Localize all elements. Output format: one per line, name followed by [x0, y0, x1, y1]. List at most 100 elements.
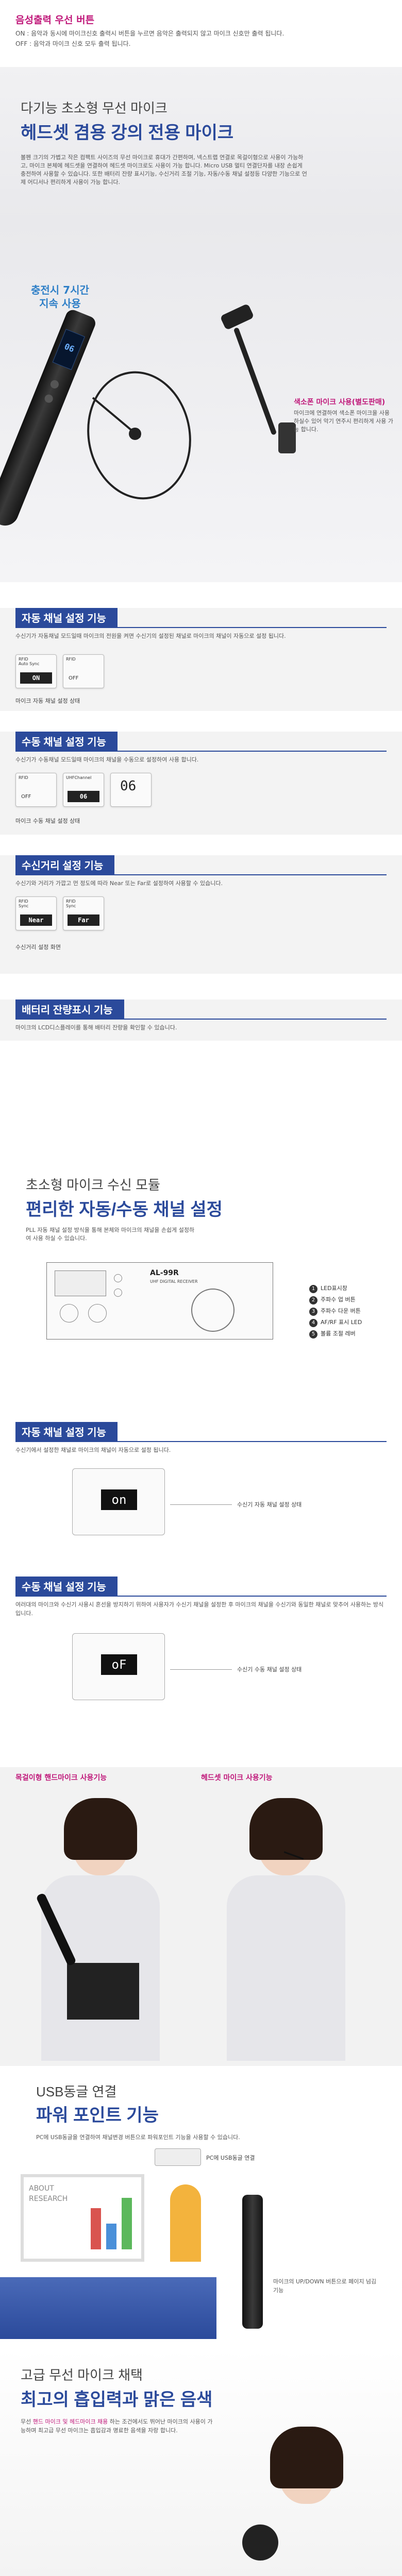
lcd-card-label: UHFChannel — [66, 775, 92, 780]
output-button-off-line: OFF : 음악과 마이크 신호 모두 출력 됩니다. — [15, 40, 131, 47]
distance-divider — [15, 874, 387, 875]
photo-woman-quality — [242, 2421, 376, 2576]
auto-channel-2-divider — [15, 1441, 387, 1442]
quality-desc: 무선 핸드 마이크 및 헤드마이크 채용 하는 조건에서도 뛰어난 마이크의 사… — [21, 2417, 216, 2435]
distance-cards: RFID Sync Near RFID Sync Far — [15, 896, 104, 930]
quality-desc-a: 무선 — [21, 2418, 33, 2425]
quality-title: 최고의 흡입력과 맑은 음색 — [21, 2390, 213, 2410]
usb-title: 파워 포인트 기능 — [36, 2106, 159, 2125]
lcd-card-near: RFID Sync Near — [15, 896, 57, 930]
lcd-card-sub: Sync — [66, 904, 76, 908]
board-text: ABOUT — [29, 2184, 54, 2193]
manual-channel-2-section: 수동 채널 설정 기능 여러대의 마이크와 수신기 사용시 혼선을 방지하기 위… — [0, 1577, 402, 1731]
usb-mic-image — [242, 2195, 263, 2329]
usb-dongle-icon — [155, 2148, 201, 2166]
battery-header: 배터리 잔량표시 기능 — [15, 999, 387, 1020]
receiver-rf-led-icon — [88, 1304, 107, 1323]
receiver-model-sub: UHF DIGITAL RECEIVER — [150, 1279, 198, 1284]
quality-desc-b: 하는 조건에서도 뛰어난 마이크의 사용이 가능하며 최고급 무선 마이크는 흡… — [21, 2418, 213, 2434]
receiver-led-display — [55, 1270, 106, 1296]
manual-channel-2-leader-line — [170, 1669, 232, 1670]
auto-channel-caption: 마이크 자동 채널 설정 상태 — [15, 698, 80, 704]
legend-number: 4 — [309, 1319, 317, 1327]
manual-channel-2-display: oF — [101, 1654, 137, 1675]
sax-mic-description: 마이크에 연결하여 색소폰 마이크을 사용 하실수 있어 악기 연주시 편리하게… — [294, 410, 394, 433]
receiver-section: 초소형 마이크 수신 모듈 편리한 자동/수동 채널 설정 PLL 자동 채널 … — [0, 1159, 402, 1401]
distance-header: 수신거리 설정 기능 — [15, 855, 387, 875]
receiver-title: 편리한 자동/수동 채널 설정 — [26, 1200, 223, 1219]
auto-channel-desc: 수신기가 자동채널 모드일때 마이크의 전원을 켜면 수신기의 설정된 채널로 … — [15, 633, 286, 639]
quality-subtitle: 고급 무선 마이크 채택 — [21, 2367, 143, 2383]
output-button-on-line: ON : 음악과 동시에 마이크신호 출력시 버튼을 누르면 음악은 출력되지 … — [15, 30, 284, 37]
distance-section: 수신거리 설정 기능 수신기와 거리가 가깝고 먼 정도에 따라 Near 또는… — [0, 855, 402, 974]
distance-caption: 수신거리 설정 화면 — [15, 944, 61, 951]
receiver-subtitle: 초소형 마이크 수신 모듈 — [26, 1177, 160, 1193]
lcd-card-value: OFF — [69, 675, 79, 681]
usb-mic-caption: 마이크의 UP/DOWN 버튼으로 페이지 넘김 기능 — [273, 2278, 377, 2294]
headset-title: 헤드셋 겸용 강의 전용 마이크 — [21, 123, 234, 143]
quality-section: 고급 무선 마이크 채택 최고의 흡입력과 맑은 음색 무선 핸드 마이크 및 … — [0, 2349, 402, 2576]
auto-channel-2-receiver-image: on — [72, 1468, 165, 1535]
lcd-card-label: RFID — [19, 775, 28, 780]
receiver-af-led-icon — [60, 1304, 78, 1323]
receiver-legend-item: 3 주파수 다운 버튼 — [309, 1306, 362, 1317]
lcd-card-value: Near — [20, 914, 52, 926]
legend-number: 3 — [309, 1308, 317, 1316]
headset-hero-section: 다기능 초소형 무선 마이크 헤드셋 겸용 강의 전용 마이크 볼펜 크기의 가… — [0, 67, 402, 582]
lcd-card-auto-off: RFID OFF — [63, 654, 104, 688]
lcd-card-auto-on: RFID Auto Sync ON — [15, 654, 57, 688]
auto-channel-2-header: 자동 채널 설정 기능 — [15, 1422, 387, 1442]
usb-dongle-section: USB동글 연결 파워 포인트 기능 PC에 USB동글을 연결하여 채널변경 … — [0, 2081, 402, 2339]
photo-woman-headset — [216, 1798, 361, 2061]
auto-channel-2-desc: 수신기에서 설정한 채널로 마이크의 채널이 자동으로 설정 됩니다. — [15, 1447, 171, 1453]
lcd-card-value: OFF — [21, 794, 31, 800]
charge-line-1: 충전시 7시간 — [31, 284, 89, 296]
legend-label: 주파수 업 버튼 — [321, 1296, 356, 1303]
manual-channel-divider — [15, 751, 387, 752]
receiver-volume-knob-icon — [191, 1289, 234, 1332]
auto-channel-divider — [15, 627, 387, 628]
receiver-desc: PLL 자동 채널 설정 방식을 통해 본체와 마이크의 채널을 손쉽게 설정하… — [26, 1227, 195, 1242]
photo-label-headset: 헤드셋 마이크 사용기능 — [201, 1774, 273, 1782]
receiver-up-button-icon — [114, 1274, 122, 1282]
photo-woman-handmic — [31, 1798, 175, 2061]
receiver-legend-item: 4 AF/RF 표시 LED — [309, 1317, 362, 1328]
sax-mic-title: 색소폰 마이크 사용(별도판매) — [294, 398, 386, 406]
lcd-card-far: RFID Sync Far — [63, 896, 104, 930]
charge-badge: 충전시 7시간 지속 사용 — [31, 283, 89, 310]
lcd-card-manual-off: RFID OFF — [15, 773, 57, 807]
auto-channel-2-caption: 수신기 자동 채널 설정 상태 — [237, 1501, 302, 1508]
auto-channel-header: 자동 채널 설정 기능 — [15, 608, 387, 628]
sax-mic-clip-image — [278, 422, 296, 453]
lcd-card-sub: Auto Sync — [19, 662, 40, 666]
auto-channel-2-leader-line — [170, 1504, 232, 1505]
manual-channel-2-desc: 여러대의 마이크와 수신기 사용시 혼선을 방지하기 위하여 사용자가 수신기 … — [15, 1601, 384, 1617]
manual-channel-caption: 마이크 수동 채널 설정 상태 — [15, 818, 80, 824]
auto-channel-cards: RFID Auto Sync ON RFID OFF — [15, 654, 104, 688]
manual-channel-2-caption: 수신기 수동 채널 설정 상태 — [237, 1666, 302, 1673]
usb-desc: PC에 USB동글을 연결하여 채널변경 버튼으로 파워포인트 기능을 사용할 … — [36, 2134, 240, 2141]
legend-label: 주파수 다운 버튼 — [321, 1308, 361, 1314]
battery-section: 배터리 잔량표시 기능 마이크의 LCD디스플레이를 통해 배터리 잔량을 확인… — [0, 999, 402, 1041]
charge-line-2: 지속 사용 — [39, 297, 81, 310]
usb-dongle-caption: PC에 USB동글 연결 — [206, 2155, 255, 2161]
headset-capsule-image — [129, 428, 141, 440]
battery-divider — [15, 1019, 387, 1020]
manual-channel-header: 수동 채널 설정 기능 — [15, 732, 387, 752]
lcd-card-value: ON — [20, 672, 52, 684]
auto-channel-2-display: on — [101, 1489, 137, 1510]
presenter-figure-image — [170, 2184, 201, 2262]
lcd-card-label: RFID — [19, 657, 28, 662]
legend-label: AF/RF 표시 LED — [321, 1319, 362, 1326]
auto-channel-2-section: 자동 채널 설정 기능 수신기에서 설정한 채널로 마이크의 채널이 자동으로 … — [0, 1422, 402, 1556]
output-button-section: 음성출력 우선 버튼 ON : 음악과 동시에 마이크신호 출력시 버튼을 누르… — [0, 0, 402, 67]
receiver-down-button-icon — [114, 1289, 122, 1297]
manual-channel-2-receiver-image: oF — [72, 1633, 165, 1700]
legend-number: 5 — [309, 1330, 317, 1338]
quality-desc-highlight: 핸드 마이크 및 헤드마이크 채용 — [32, 2418, 108, 2425]
lcd-card-label: RFID — [66, 899, 76, 904]
receiver-model: AL-99R — [150, 1269, 179, 1277]
